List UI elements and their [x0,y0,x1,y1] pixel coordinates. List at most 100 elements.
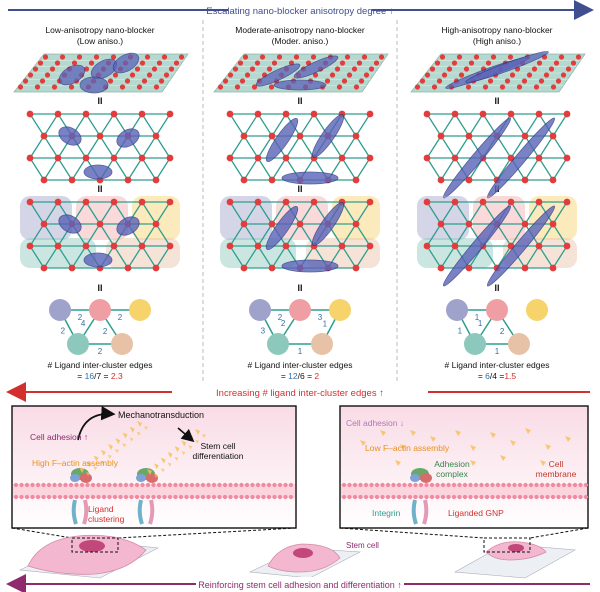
flat-lattice-node [549,132,557,140]
lipid-head-top [413,482,418,488]
lipid-head-top [528,482,534,488]
flat-lattice-node [338,154,346,162]
lipid-head-bottom [173,494,178,500]
factin-monomer [93,466,98,471]
lipid-head-bottom [129,494,134,500]
graph-cluster-node [526,299,548,321]
plate-ligand-dot [324,78,331,84]
lipid-head-bottom [468,494,473,500]
lipid-head-top [261,482,266,488]
plate-ligand-dot [251,84,258,90]
lipid-head-bottom [550,494,556,500]
cluster-lattice-edge [113,245,129,269]
graph-cluster-node [129,299,151,321]
right-actin-scatter [360,428,571,466]
plate-ligand-dot [293,54,300,60]
cluster-lattice-edge [440,201,456,225]
cluster-nano-blocker [486,205,556,287]
graph-cluster-node [486,299,508,321]
cluster-lattice-edge [510,223,526,247]
lipid-head-top [140,482,145,488]
adhesion-complex [136,474,146,482]
cluster-lattice-edge [71,245,87,269]
cluster-lattice-node [54,242,62,250]
lipid-head-bottom [288,494,294,500]
lattice-plate [410,51,586,93]
cluster-nano-blocker [442,205,512,287]
flat-lattice-node [521,132,529,140]
factin-monomer [510,440,516,446]
flat-lattice-edge [524,157,540,181]
lipid-head-top [162,482,167,488]
cluster-lattice-edge [85,201,101,225]
graph-cluster-node [49,299,71,321]
flat-lattice-node [366,110,374,118]
cluster-nano-blocker [265,206,299,250]
lipid-head-bottom [369,494,374,500]
lipid-head-top [363,482,369,488]
lipid-head-bottom [578,494,583,500]
flat-lattice-edge [426,135,442,159]
plate-ligand-dot [141,78,148,84]
equals-glyph-1: II [297,96,302,106]
plate-ligand-dot [329,72,336,78]
lipid-head-bottom [118,494,123,500]
plate-ligand-dot [27,72,34,78]
plate-ligand-dot [361,54,368,60]
lipid-head-top [107,482,112,488]
cluster-lattice-edge [243,223,259,247]
factin-monomer [136,431,141,436]
ligand-clustering-label-1: Ligand [88,504,114,514]
integrin-leg [148,499,155,525]
graph-edge-count: 2 [103,327,108,336]
flat-lattice [26,110,174,184]
lipid-head-top [512,482,517,488]
lipid-head-bottom [341,494,347,500]
lipid-head-top [255,482,261,488]
lipid-head-bottom [583,494,589,500]
plate-ligand-dot [363,72,370,78]
flat-lattice-node [563,110,571,118]
equation-value: 2 [314,371,319,381]
flat-lattice-edge [355,113,371,137]
plate-ligand-dot [39,78,46,84]
flat-lattice-edge [496,157,512,181]
lipid-head-bottom [123,494,129,500]
cluster-lattice-node [96,220,104,228]
plate-ligand-dot [144,54,151,60]
flat-lattice-node [152,176,160,184]
plate-ligand-dot [339,60,346,66]
cluster-lattice-edge [43,201,59,225]
cluster-lattice-node [549,264,557,272]
stem-cell-diff-arrow [177,427,195,443]
graph-edge-count: 2 [61,326,66,335]
plate-ligand-dot [356,60,363,66]
cluster-lattice-edge [426,245,442,269]
cluster-lattice-edge [29,223,45,247]
plate-ligand-dot [54,60,61,66]
plate-ligand-dot [368,66,375,72]
equation-denominator: /7 = [94,371,111,381]
column-title-1: Low-anisotropy nano-blocker [45,25,154,35]
lipid-head-bottom [239,494,244,500]
plate-nano-blocker [465,51,549,83]
cluster-lattice-edge [141,223,157,247]
cluster-lattice-node [423,198,431,206]
plate-ligand-dot [151,66,158,72]
lipid-head-bottom [446,494,451,500]
flat-lattice-node [535,154,543,162]
cluster-lattice-node [535,242,543,250]
lipid-head-bottom [222,494,228,500]
flat-lattice-node [268,176,276,184]
flat-lattice-node [124,176,132,184]
factin-monomer [147,469,152,475]
cluster-region-teal [20,238,96,268]
lipid-head-top [156,482,162,488]
plate-ligand-dot [51,84,58,90]
plate-ligand-dot [139,60,146,66]
cluster-lattice-node [437,220,445,228]
integrin-label: Integrin [372,508,401,518]
equals-glyph-3: II [297,283,302,293]
cluster-lattice-node [226,198,234,206]
